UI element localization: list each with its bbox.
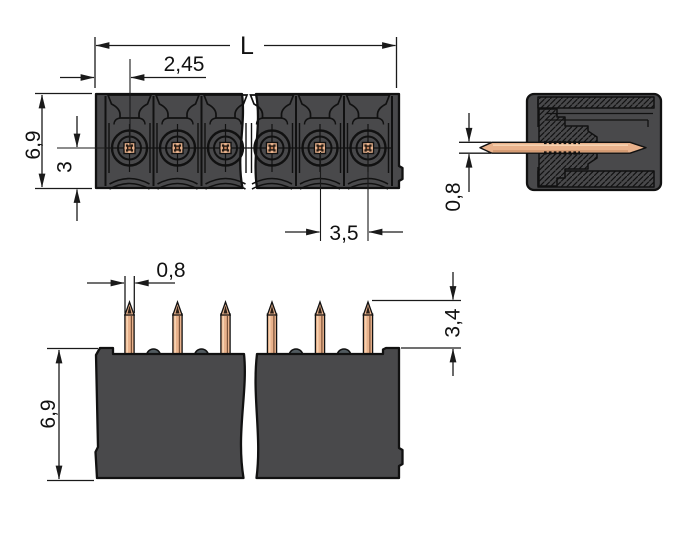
- dim-label-2-45: 2,45: [164, 53, 205, 76]
- dim-label-0-8-front: 0,8: [156, 259, 185, 282]
- front-pin-3: [220, 301, 231, 360]
- dim-overall-length: L: [94, 32, 398, 88]
- dim-pin-pitch: 3,5: [285, 152, 403, 245]
- dim-body-depth: 6,9: [22, 92, 92, 190]
- dim-center-to-edge: 3: [54, 116, 112, 221]
- dim-pin-thickness: 0,8: [442, 113, 491, 212]
- dim-label-6-9-front: 6,9: [37, 399, 60, 428]
- front-pin-5: [314, 301, 326, 360]
- dim-label-L: L: [240, 32, 254, 60]
- side-view-top-hatch: [537, 96, 655, 109]
- front-pin-2: [172, 301, 183, 360]
- front-pin-4: [266, 301, 278, 360]
- dim-label-3: 3: [54, 161, 77, 173]
- dim-edge-to-first-pin: 2,45: [60, 53, 206, 146]
- top-view-cell-dividers: [104, 96, 393, 186]
- front-view-housing-right-section: [254, 346, 404, 480]
- dim-label-0-8-side: 0,8: [442, 182, 465, 211]
- dim-label-6-9-top: 6,9: [22, 130, 45, 159]
- front-view: 0,8 3,4 6,9: [37, 259, 465, 482]
- side-view-contact-block-lower: [538, 152, 598, 187]
- front-pin-1: [124, 301, 135, 360]
- dim-pin-length: 3,4: [372, 272, 465, 376]
- front-view-housing-left-section: [94, 346, 246, 480]
- dim-label-3-4: 3,4: [442, 308, 465, 338]
- dim-label-3-5: 3,5: [329, 222, 358, 245]
- side-view: 0,8: [442, 92, 663, 212]
- dim-body-height: 6,9: [37, 347, 98, 482]
- front-pin-6: [362, 301, 374, 360]
- dim-pin-width: 0,8: [87, 259, 186, 313]
- top-view: L 2,45 6,9 3 3: [22, 32, 404, 245]
